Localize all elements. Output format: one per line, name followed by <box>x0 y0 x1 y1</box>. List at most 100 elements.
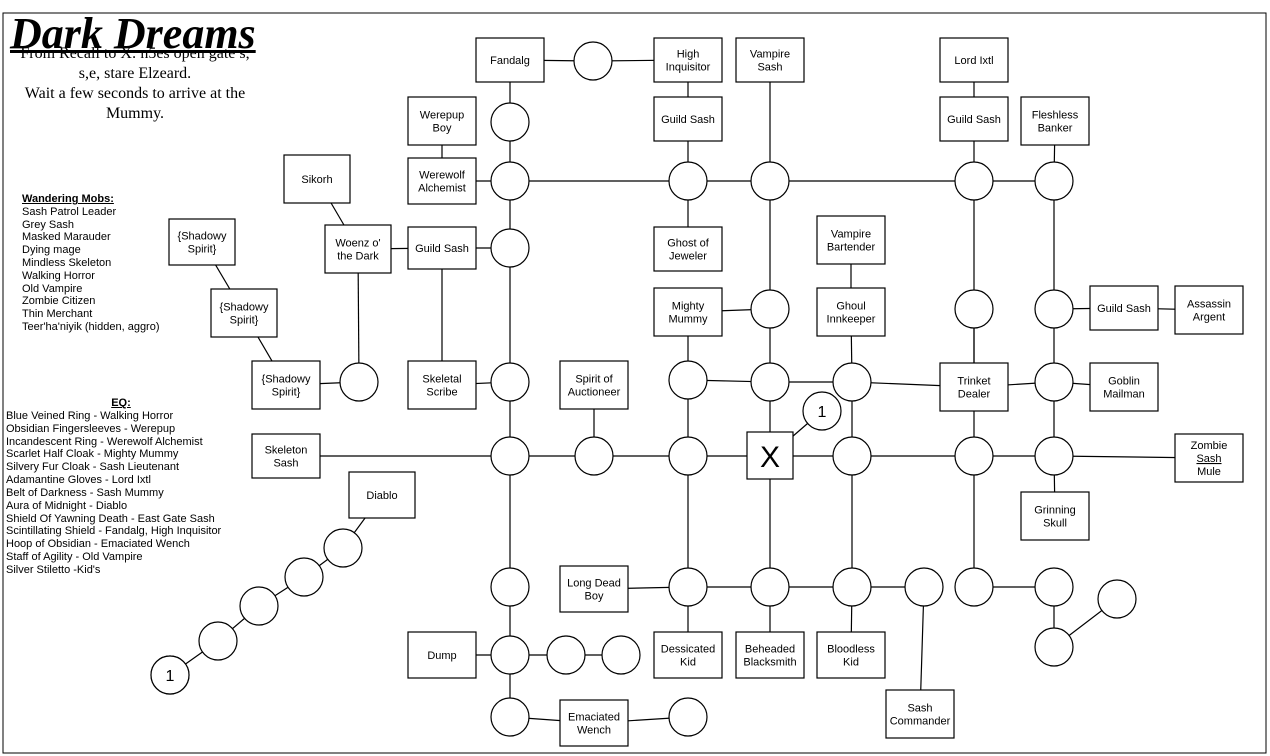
mob-item: Sash Patrol Leader <box>22 205 117 218</box>
eq-header: EQ: <box>111 397 131 409</box>
room-box <box>1174 433 1244 483</box>
room-box <box>1089 362 1159 412</box>
eq-item: Shield Of Yawning Death - East Gate Sash <box>6 512 215 525</box>
room-label: Werewolf <box>419 170 466 182</box>
room-label: Inquisitor <box>666 62 711 74</box>
empty-room-circle <box>954 436 994 476</box>
eq-item: Scintillating Shield - Fandalg, High Inq… <box>6 525 222 538</box>
mob-item: Thin Merchant <box>22 308 93 321</box>
mob-item: Grey Sash <box>22 218 74 231</box>
room-label: Skeleton <box>265 445 308 457</box>
room-label: Werepup <box>420 110 464 122</box>
room-label: Spirit} <box>188 244 217 256</box>
wandering-mobs-list: Wandering Mobs: Sash Patrol Leader Grey … <box>22 193 160 334</box>
empty-room-circle <box>954 161 994 201</box>
empty-room-circle <box>490 161 530 201</box>
room-box <box>1174 285 1244 335</box>
empty-room-circle <box>668 567 708 607</box>
directions-line: Mummy. <box>105 105 165 122</box>
room-box <box>210 288 278 338</box>
eq-item: Incandescent Ring - Werewolf Alchemist <box>6 435 203 448</box>
room-box <box>816 215 886 265</box>
empty-room-circle <box>1034 567 1074 607</box>
empty-room-circle <box>1034 436 1074 476</box>
directions-line: From Recall to X: n5es open gate s, <box>20 45 250 62</box>
empty-room-circle <box>668 436 708 476</box>
x-room-box <box>746 431 794 480</box>
room-label: Ghoul <box>836 301 865 313</box>
room-label: Lord Ixtl <box>954 55 993 67</box>
empty-room-circle <box>954 289 994 329</box>
room-label: Vampire <box>750 49 790 61</box>
empty-room-circle <box>1034 627 1074 667</box>
room-label: Ghost of <box>667 238 710 250</box>
room-guild-sash-4: Guild Sash <box>1089 285 1159 331</box>
room-label: Beheaded <box>745 644 795 656</box>
room-label: Boy <box>585 591 604 603</box>
room-label: Banker <box>1038 123 1073 135</box>
room-label: Sikorh <box>301 174 332 186</box>
mob-item: Dying mage <box>22 244 81 257</box>
eq-item: Silver Stiletto -Kid's <box>6 563 101 576</box>
room-label: Sash <box>1196 453 1221 465</box>
empty-room-circle <box>198 621 238 661</box>
room-box <box>1089 285 1159 331</box>
empty-room-circle <box>573 41 613 81</box>
room-box <box>407 96 477 146</box>
room-label: Guild Sash <box>415 243 469 255</box>
mob-item: Teer'ha'niyik (hidden, aggro) <box>22 320 160 333</box>
eq-item: Belt of Darkness - Sash Mummy <box>6 486 164 499</box>
room-box <box>559 699 629 747</box>
empty-room-circle <box>832 436 872 476</box>
empty-room-circle <box>750 289 790 329</box>
room-box <box>407 360 477 410</box>
room-box <box>939 96 1009 142</box>
room-box <box>735 631 805 679</box>
empty-room-circle <box>490 228 530 268</box>
empty-room-circle <box>490 436 530 476</box>
marker-label: 1 <box>818 404 827 421</box>
empty-room-circle <box>954 567 994 607</box>
mob-item: Masked Marauder <box>22 231 111 244</box>
room-box <box>407 226 477 270</box>
room-label: Sash <box>757 62 782 74</box>
map-border <box>2 12 1267 754</box>
directions-text: From Recall to X: n5es open gate s, s,e,… <box>6 44 264 124</box>
room-box <box>168 218 236 266</box>
room-label: Grinning <box>1034 505 1076 517</box>
room-label: Jeweler <box>669 251 707 263</box>
room-box <box>939 362 1009 412</box>
room-guild-sash-2: Guild Sash <box>939 96 1009 142</box>
room-box <box>653 287 723 337</box>
room-box <box>324 224 392 274</box>
room-guild-sash-1: Guild Sash <box>653 96 723 142</box>
room-label: Innkeeper <box>827 314 876 326</box>
room-label: Sash <box>273 458 298 470</box>
marker-1: 1 <box>150 655 190 695</box>
room-box <box>407 157 477 205</box>
room-box <box>735 37 805 83</box>
empty-room-circle <box>832 362 872 402</box>
empty-room-circle <box>490 102 530 142</box>
eq-list: EQ: Blue Veined Ring - Walking Horror Ob… <box>6 397 236 577</box>
room-label: Diablo <box>366 490 397 502</box>
room-label: Spirit} <box>272 387 301 399</box>
empty-room-circle <box>750 161 790 201</box>
room-label: Zombie <box>1191 440 1228 452</box>
room-woenz: Woenz o'the Dark <box>324 224 392 274</box>
room-sikorh: Sikorh <box>283 154 351 204</box>
eq-item: Scarlet Half Cloak - Mighty Mummy <box>6 448 179 461</box>
room-fandalg: Fandalg <box>475 37 545 83</box>
room-label: Wench <box>577 725 611 737</box>
